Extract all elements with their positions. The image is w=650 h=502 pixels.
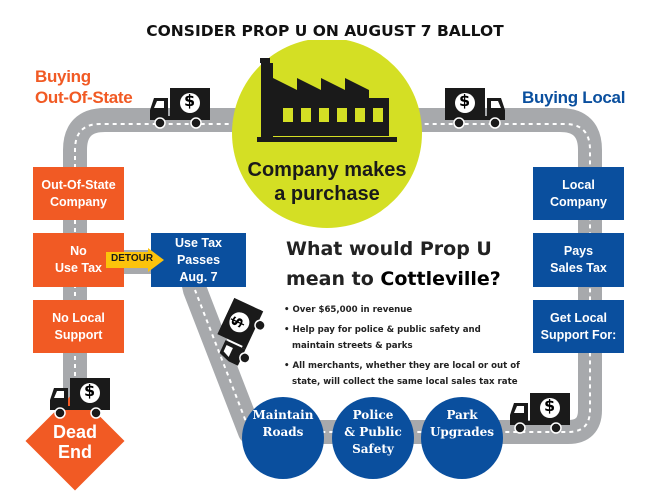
detour-label: DETOUR xyxy=(111,253,154,264)
factory-icon xyxy=(257,58,397,142)
company-circle: Company makes a purchase xyxy=(232,38,422,228)
truck-icon: $ xyxy=(509,392,572,435)
bullet-item: • All merchants, whether they are local … xyxy=(284,361,520,387)
page-title: CONSIDER PROP U ON AUGUST 7 BALLOT xyxy=(142,22,508,40)
benefit-bullets: • Over $65,000 in revenue • Help pay for… xyxy=(284,302,524,394)
bullet-item: • Help pay for police & public safety an… xyxy=(284,325,481,351)
detour-arrow xyxy=(106,248,164,272)
truck-icon: $ xyxy=(443,87,506,130)
truck-icon: $ xyxy=(49,377,112,420)
buying-out-of-state-label: Buying Out-Of-State xyxy=(35,66,133,108)
center-line: Company makes xyxy=(247,159,407,181)
truck-icon: $ xyxy=(149,87,212,130)
center-line: a purchase xyxy=(274,183,380,205)
bullet-item: • Over $65,000 in revenue xyxy=(284,305,413,315)
label-line: Buying xyxy=(35,67,91,86)
buying-local-label: Buying Local xyxy=(522,88,626,107)
prop-u-heading: What would Prop U mean to Cottleville? xyxy=(286,238,501,290)
label-line: Out-Of-State xyxy=(35,88,133,107)
